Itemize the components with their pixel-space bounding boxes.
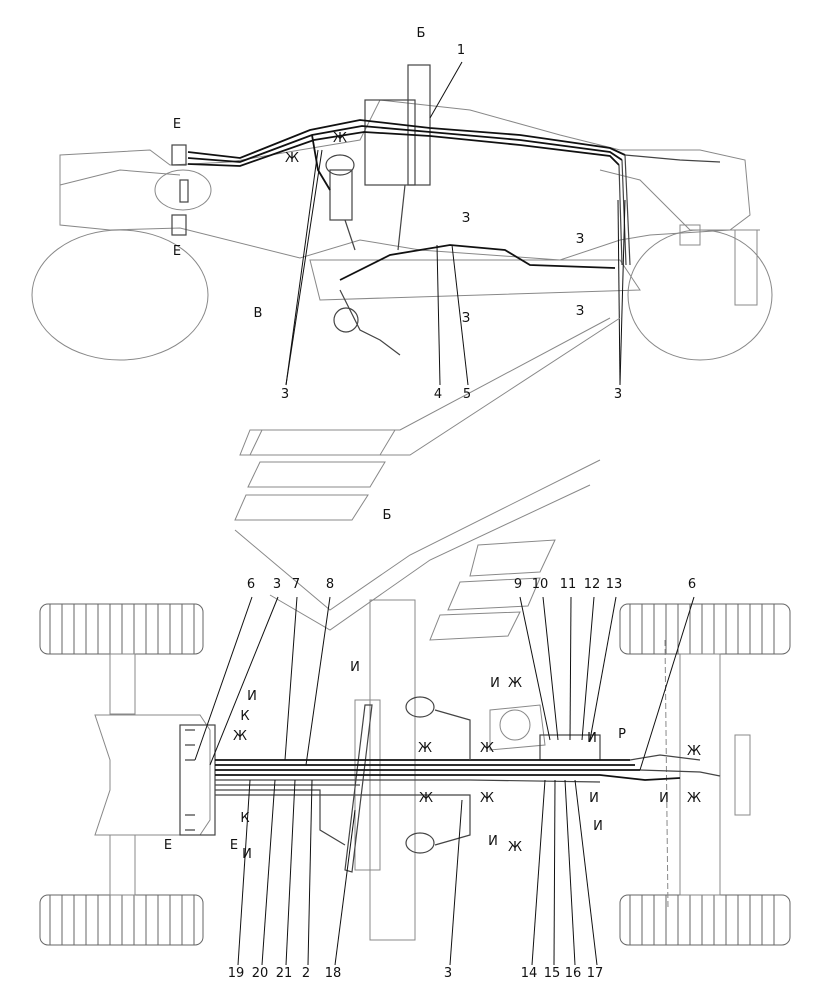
callout-number: 12 xyxy=(584,577,601,592)
tractor-body-outline xyxy=(59,99,751,261)
callout-number: 8 xyxy=(326,577,334,592)
callout-number: 1 xyxy=(457,43,465,58)
valve-block xyxy=(364,99,416,186)
hydraulic-line-bundle-plan xyxy=(215,709,721,846)
rear-wheel-right xyxy=(627,229,773,361)
section-mark: И xyxy=(589,791,599,806)
callout-number: 11 xyxy=(560,577,577,592)
callout-number: 6 xyxy=(688,577,696,592)
section-mark: Ж xyxy=(508,840,522,855)
left-axle-lower xyxy=(109,834,136,896)
callout-number: 17 xyxy=(587,966,604,981)
section-mark: И xyxy=(593,819,603,834)
callout-number: 21 xyxy=(276,966,293,981)
section-mark: Ж xyxy=(480,791,494,806)
callout-number: 19 xyxy=(228,966,245,981)
pump-body xyxy=(329,169,353,221)
section-mark: Ж xyxy=(480,741,494,756)
brake-chamber-lower xyxy=(405,832,435,854)
tyre-rear-right xyxy=(619,894,791,946)
callout-number: 4 xyxy=(434,387,442,402)
rear-housing xyxy=(94,714,211,836)
section-mark: Ж xyxy=(285,151,299,166)
section-mark: Ж xyxy=(687,744,701,759)
callout-number: 3 xyxy=(273,577,281,592)
side-view-callouts: 1 3 4 5 3 xyxy=(281,43,622,402)
section-mark: Р xyxy=(618,727,626,742)
callout-number: 10 xyxy=(532,577,549,592)
section-mark: З xyxy=(576,304,584,319)
callout-number: 15 xyxy=(544,966,561,981)
section-mark: Е xyxy=(173,117,181,132)
section-mark: З xyxy=(462,211,470,226)
section-mark: Ж xyxy=(233,729,247,744)
tyre-rear-left xyxy=(39,894,204,946)
section-mark: И xyxy=(247,689,257,704)
section-mark: И xyxy=(242,847,252,862)
section-mark: Ж xyxy=(418,741,432,756)
callout-number: 16 xyxy=(565,966,582,981)
tyre-front-right xyxy=(619,603,791,655)
left-axle-upper xyxy=(109,653,136,715)
section-mark: З xyxy=(576,232,584,247)
hydraulic-line-bundle-side xyxy=(187,119,721,281)
section-mark: В xyxy=(254,306,263,321)
brake-chamber-upper xyxy=(405,696,435,718)
pump-top xyxy=(325,154,355,176)
section-mark: Е xyxy=(230,838,238,853)
tyre-front-left xyxy=(39,603,204,655)
side-view xyxy=(31,61,773,386)
callout-number: 7 xyxy=(292,577,300,592)
callout-number: 5 xyxy=(463,387,471,402)
callout-number: 3 xyxy=(444,966,452,981)
section-mark: Е xyxy=(173,244,181,259)
section-mark: И xyxy=(587,731,597,746)
projection-outline xyxy=(234,317,621,641)
steering-cylinder xyxy=(344,704,373,873)
section-mark: Б xyxy=(417,26,426,41)
section-mark: К xyxy=(240,709,249,724)
section-mark: Ж xyxy=(687,791,701,806)
callout-number: 14 xyxy=(521,966,538,981)
callout-number: 13 xyxy=(606,577,623,592)
callout-number: 20 xyxy=(252,966,269,981)
section-mark: З xyxy=(462,311,470,326)
section-mark: Ж xyxy=(508,676,522,691)
front-axle xyxy=(679,653,721,896)
leaders-plan xyxy=(194,596,695,966)
side-view-section-marks: Б Е Е Ж Ж З З З З В xyxy=(173,26,584,326)
callout-number: 6 xyxy=(247,577,255,592)
section-mark: Ж xyxy=(419,791,433,806)
section-mark: Б xyxy=(383,508,392,523)
callout-number: 9 xyxy=(514,577,522,592)
section-mark: И xyxy=(659,791,669,806)
rear-wheel-left xyxy=(31,229,209,361)
section-mark: И xyxy=(490,676,500,691)
section-mark: И xyxy=(350,660,360,675)
callout-number: 3 xyxy=(281,387,289,402)
callout-number: 2 xyxy=(302,966,310,981)
callout-number: 18 xyxy=(325,966,342,981)
section-mark: Ж xyxy=(333,131,347,146)
section-mark: Е xyxy=(164,838,172,853)
plan-view xyxy=(39,596,791,966)
section-mark: И xyxy=(488,834,498,849)
callout-number: 3 xyxy=(614,387,622,402)
section-mark: К xyxy=(240,811,249,826)
